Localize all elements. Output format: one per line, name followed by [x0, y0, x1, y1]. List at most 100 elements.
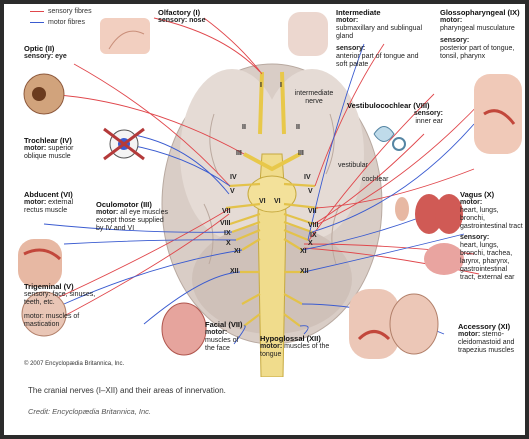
heart-lungs-illustration: [415, 194, 463, 234]
hypoglossal-title: Hypoglossal (XII): [260, 334, 340, 343]
ear-illustration: [395, 197, 409, 221]
intermediate-title: Intermediate: [336, 8, 424, 17]
roman-VIII-right: VIII: [308, 222, 319, 230]
vestibular-label: vestibular: [338, 162, 368, 170]
abducent-motor-line: motor: external rectus muscle: [24, 199, 90, 215]
intestine-illustration: [424, 243, 464, 275]
vagus-label: Vagus (X) motor: heart, lungs, bronchi, …: [460, 190, 524, 282]
trigeminal-label: Trigeminal (V) sensory: face, sinuses, t…: [24, 282, 98, 329]
facial-motor-head: motor:: [205, 329, 249, 337]
trigeminal-motor: motor: muscles of mastication: [24, 313, 98, 329]
intermediate-label: Intermediate motor: submaxillary and sub…: [336, 8, 424, 69]
pons: [248, 176, 296, 212]
trochlear-title: Trochlear (IV): [24, 136, 96, 145]
cochlear-label: cochlear: [362, 176, 388, 184]
glossopharyngeal-sensory: posterior part of tongue, tonsil, pharyn…: [440, 45, 524, 61]
legend-motor: motor fibres: [30, 19, 85, 26]
abducent-title: Abducent (VI): [24, 190, 90, 199]
oculomotor-label: Oculomotor (III) motor: all eye muscles …: [96, 200, 168, 233]
roman-XI-left: XI: [234, 248, 241, 256]
roman-IV-right: IV: [304, 174, 311, 182]
oculomotor-title: Oculomotor (III): [96, 200, 168, 209]
accessory-label: Accessory (XI) motor: sterno-cleidomasto…: [458, 322, 524, 355]
intermediate-nerve-label: intermediate nerve: [294, 90, 334, 106]
vagus-title: Vagus (X): [460, 190, 524, 199]
oculomotor-motor-head: motor:: [96, 209, 118, 216]
throat-head-illustration: [474, 74, 522, 154]
facial-label: Facial (VII) motor: muscles of the face: [205, 320, 249, 353]
roman-II-right: II: [296, 124, 300, 132]
vagus-motor-head: motor:: [460, 199, 524, 207]
hypoglossal-label: Hypoglossal (XII) motor: muscles of the …: [260, 334, 340, 359]
roman-III-right: III: [298, 150, 304, 158]
vagus-motor: heart, lungs, bronchi, gastrointestinal …: [460, 207, 524, 231]
accessory-motor-head: motor:: [458, 331, 480, 338]
olfactory-title: Olfactory (I): [158, 8, 238, 17]
diagram-panel: sensory fibres motor fibres Olfactory (I…: [4, 4, 525, 377]
legend-sensory: sensory fibres: [30, 8, 92, 15]
legend-sensory-label: sensory fibres: [48, 8, 92, 15]
legend-sensory-swatch: [30, 11, 44, 12]
intermediate-motor-head: motor:: [336, 17, 424, 25]
abducent-motor-head: motor:: [24, 199, 46, 206]
eye-illustration: [24, 74, 64, 114]
vagus-sensory: heart, lungs, bronchi, trachea, larynx, …: [460, 242, 524, 282]
roman-VI-left: VI: [259, 198, 266, 206]
hypoglossal-motor-line: motor: muscles of the tongue: [260, 343, 340, 359]
trochlear-motor-head: motor:: [24, 145, 46, 152]
roman-VII-left: VII: [222, 208, 231, 216]
roman-XII-right: XII: [300, 268, 309, 276]
roman-X-right: X: [308, 240, 313, 248]
trochlear-motor-line: motor: superior oblique muscle: [24, 145, 96, 161]
roman-VI-right: VI: [274, 198, 281, 206]
facial-muscles-illustration: [162, 303, 206, 355]
roman-VIII-left: VIII: [220, 220, 231, 228]
vestibulocochlear-sensory-text: inner ear: [347, 118, 443, 126]
eyeball-muscle-illustration: [104, 129, 144, 159]
head-profile-face-illustration: [18, 239, 62, 287]
trigeminal-title: Trigeminal (V): [24, 282, 98, 291]
jaw-gland-illustration: [288, 12, 328, 56]
caption-panel: The cranial nerves (I–XII) and their are…: [4, 377, 525, 435]
abducent-label: Abducent (VI) motor: external rectus mus…: [24, 190, 90, 215]
trochlear-label: Trochlear (IV) motor: superior oblique m…: [24, 136, 96, 161]
roman-I-right: I: [280, 82, 282, 90]
intermediate-sensory-head: sensory:: [336, 45, 424, 53]
roman-XII-left: XII: [230, 268, 239, 276]
figure-caption: The cranial nerves (I–XII) and their are…: [28, 386, 226, 395]
vestibulocochlear-title: Vestibulocochlear (VIII): [347, 101, 443, 110]
olfactory-sensory: sensory: nose: [158, 17, 238, 25]
optic-title: Optic (II): [24, 44, 94, 53]
roman-VII-right: VII: [308, 208, 317, 216]
glossopharyngeal-motor-head: motor:: [440, 17, 524, 25]
roman-IX-left: IX: [224, 230, 231, 238]
vestibulocochlear-sensory: sensory:: [347, 110, 443, 118]
vestibulocochlear-sensory-head: sensory:: [414, 110, 443, 117]
optic-sensory: sensory: eye: [24, 53, 94, 61]
trigeminal-sensory: sensory: face, sinuses, teeth, etc.: [24, 291, 98, 307]
roman-IV-left: IV: [230, 174, 237, 182]
hypoglossal-motor-head: motor:: [260, 343, 282, 350]
roman-III-left: III: [236, 150, 242, 158]
accessory-motor-line: motor: sterno-cleidomastoid and trapeziu…: [458, 331, 524, 355]
intermediate-motor: submaxillary and sublingual gland: [336, 25, 424, 41]
accessory-title: Accessory (XI): [458, 322, 524, 331]
glossopharyngeal-title: Glossopharyngeal (IX): [440, 8, 524, 17]
figure-credit: Credit: Encyclopædia Britannica, Inc.: [28, 407, 151, 416]
nose-illustration: [100, 18, 150, 54]
facial-motor: muscles of the face: [205, 337, 249, 353]
roman-IX-right: IX: [310, 232, 317, 240]
oculomotor-motor-line: motor: all eye muscles except those supp…: [96, 209, 168, 233]
vagus-sensory-head: sensory:: [460, 234, 524, 242]
roman-XI-right: XI: [300, 248, 307, 256]
roman-V-left: V: [230, 188, 235, 196]
vestibulocochlear-label: Vestibulocochlear (VIII) sensory: inner …: [347, 101, 443, 126]
roman-V-right: V: [308, 188, 313, 196]
inner-ear-illustration: [374, 127, 405, 151]
facial-title: Facial (VII): [205, 320, 249, 329]
roman-I-left: I: [260, 82, 262, 90]
copyright-notice: © 2007 Encyclopædia Britannica, Inc.: [24, 361, 124, 367]
olfactory-label: Olfactory (I) sensory: nose: [158, 8, 238, 25]
glossopharyngeal-motor: pharyngeal musculature: [440, 25, 524, 33]
